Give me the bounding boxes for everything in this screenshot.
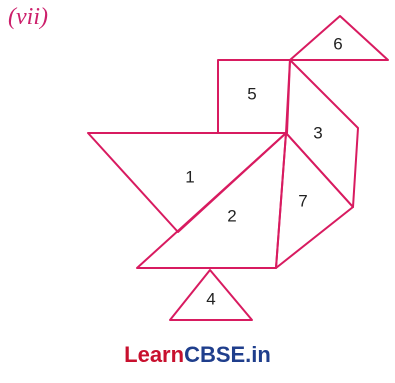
piece-number-3: 3 <box>313 123 322 142</box>
brand-part-cbse: CBSE.in <box>184 342 271 367</box>
piece-number-5: 5 <box>247 84 256 103</box>
tangram-piece-7 <box>276 133 353 268</box>
piece-number-1: 1 <box>185 167 194 186</box>
tangram-piece-2 <box>137 133 286 268</box>
brand-watermark: LearnCBSE.in <box>0 342 395 368</box>
piece-number-2: 2 <box>227 206 236 225</box>
brand-part-learn: Learn <box>124 342 184 367</box>
piece-number-4: 4 <box>206 289 215 308</box>
piece-number-6: 6 <box>333 34 342 53</box>
piece-number-7: 7 <box>298 191 307 210</box>
tangram-swan-diagram: 1 2 3 4 5 6 7 <box>0 0 395 340</box>
